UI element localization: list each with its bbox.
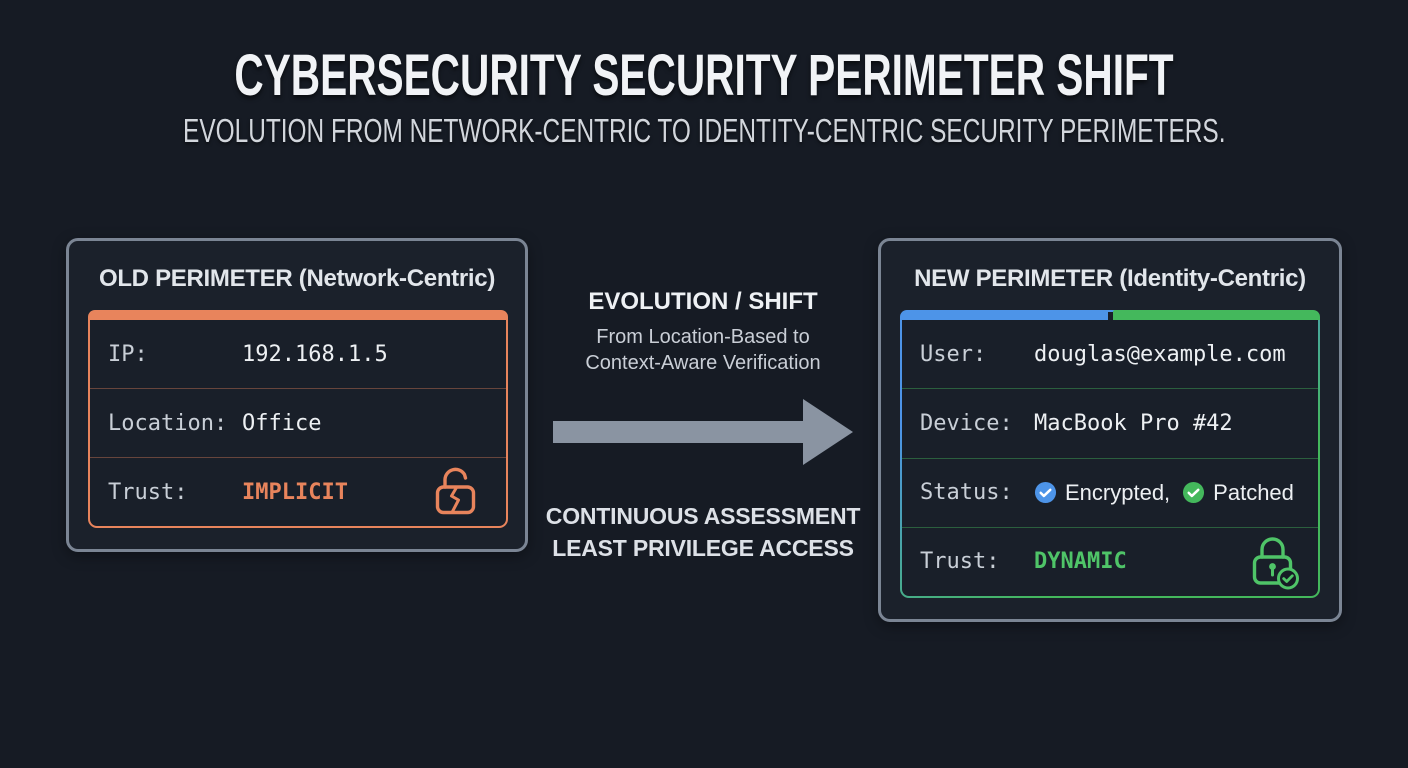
right-arrow-icon (553, 394, 853, 475)
device-value: MacBook Pro #42 (1034, 410, 1233, 436)
transition-footer-line2: LEAST PRIVILEGE ACCESS (552, 534, 854, 561)
transition-footer: CONTINUOUS ASSESSMENT LEAST PRIVILEGE AC… (528, 501, 878, 564)
new-perimeter-title: NEW PERIMETER (Identity-Centric) (914, 265, 1306, 292)
table-row-location: Location: Office (90, 388, 506, 457)
device-label: Device: (920, 410, 1013, 436)
status-label: Status: (920, 480, 1013, 506)
table-row-trust-new: Trust: DYNAMIC (902, 526, 1318, 596)
transition-description-line2: Context-Aware Verification (585, 352, 821, 374)
transition-description-line1: From Location-Based to (596, 326, 810, 348)
verified-lock-icon (1248, 532, 1300, 596)
user-label: User: (920, 341, 987, 367)
check-circle-icon (1034, 482, 1057, 504)
table-row-trust-old: Trust: IMPLICIT (90, 457, 506, 526)
trust-label: Trust: (920, 549, 1000, 575)
trust-value-dynamic: DYNAMIC (1034, 549, 1127, 575)
broken-open-lock-icon (432, 461, 480, 523)
location-label: Location: (108, 410, 228, 436)
table-row-user: User: douglas@example.com (902, 320, 1318, 388)
transition-description: From Location-Based to Context-Aware Ver… (528, 324, 878, 376)
status-patched-text: Patched (1213, 479, 1294, 505)
ip-value: 192.168.1.5 (242, 341, 388, 367)
old-perimeter-panel: OLD PERIMETER (Network-Centric) IP: 192.… (66, 238, 528, 552)
accent-bar-green-segment (1112, 310, 1320, 320)
trust-value-implicit: IMPLICIT (242, 479, 348, 505)
transition-section: EVOLUTION / SHIFT From Location-Based to… (528, 238, 878, 622)
user-value: douglas@example.com (1034, 341, 1286, 367)
transition-footer-line1: CONTINUOUS ASSESSMENT (545, 503, 861, 529)
table-row-ip: IP: 192.168.1.5 (90, 320, 506, 388)
trust-label: Trust: (108, 479, 188, 505)
transition-heading: EVOLUTION / SHIFT (588, 288, 818, 315)
page-subtitle: EVOLUTION FROM NETWORK-CENTRIC TO IDENTI… (183, 112, 1226, 149)
old-perimeter-card: IP: 192.168.1.5 Location: Office Trust: … (88, 310, 508, 528)
location-value: Office (242, 410, 322, 436)
new-perimeter-card: User: douglas@example.com Device: MacBoo… (900, 310, 1320, 598)
new-perimeter-panel: NEW PERIMETER (Identity-Centric) User: d… (878, 238, 1342, 622)
old-perimeter-title: OLD PERIMETER (Network-Centric) (98, 265, 496, 292)
page-title: CYBERSECURITY SECURITY PERIMETER SHIFT (234, 43, 1174, 108)
new-card-accent-bar (900, 310, 1320, 320)
ip-label: IP: (108, 341, 148, 367)
table-row-status: Status: Encrypted, Patched (902, 457, 1318, 527)
accent-bar-blue-segment (900, 310, 1108, 320)
status-encrypted-text: Encrypted, (1065, 479, 1171, 505)
status-value: Encrypted, Patched (1034, 480, 1294, 506)
check-circle-icon (1183, 482, 1205, 504)
old-card-accent-bar (88, 310, 508, 320)
table-row-device: Device: MacBook Pro #42 (902, 388, 1318, 457)
